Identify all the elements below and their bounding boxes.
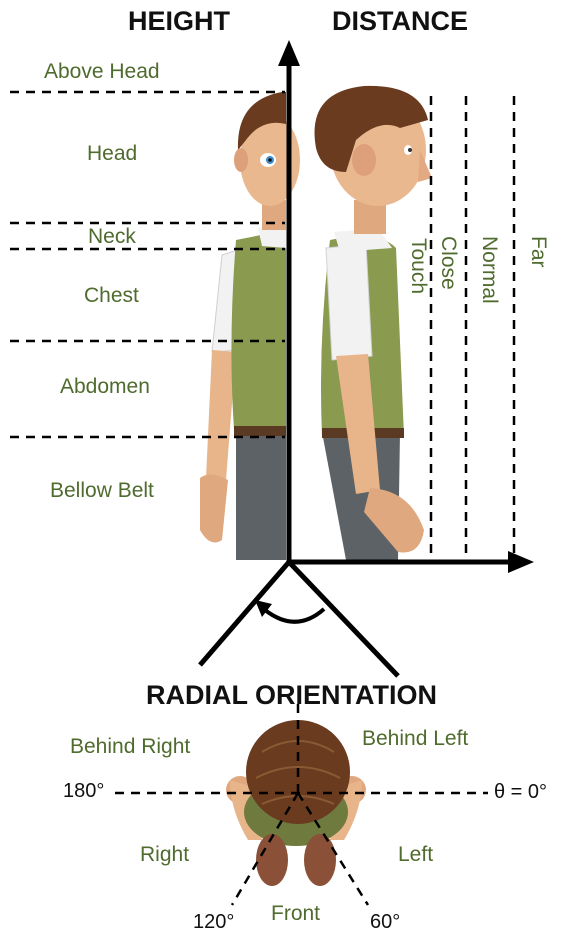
height-header: HEIGHT [128, 6, 230, 37]
height-zone-chest: Chest [84, 284, 139, 308]
distance-header: DISTANCE [332, 6, 468, 37]
height-zone-abdomen: Abdomen [60, 375, 150, 399]
orientation-behind-left: Behind Left [362, 727, 468, 751]
top-view-character [226, 720, 366, 886]
height-zone-head: Head [87, 142, 137, 166]
height-zone-above-head: Above Head [44, 60, 160, 84]
radial-orientation-header: RADIAL ORIENTATION [146, 680, 437, 711]
height-zone-neck: Neck [88, 225, 136, 249]
distance-zone-normal: Normal [477, 236, 501, 304]
rotation-arc [255, 600, 324, 622]
side-view-character [315, 86, 432, 560]
orientation-behind-right: Behind Right [70, 735, 190, 759]
front-view-character [200, 92, 300, 560]
orientation-right: Right [140, 843, 189, 867]
distance-divider-lines [431, 96, 514, 555]
angle-60-label: 60° [370, 911, 400, 934]
distance-zone-far: Far [526, 236, 550, 268]
orientation-left: Left [398, 843, 433, 867]
angle-0-label: θ = 0° [494, 781, 547, 804]
orientation-front: Front [271, 902, 320, 926]
height-zone-bellow-belt: Bellow Belt [50, 479, 154, 503]
distance-zone-close: Close [436, 236, 460, 290]
angle-120-label: 120° [193, 911, 234, 934]
distance-zone-touch: Touch [406, 238, 430, 294]
angle-180-label: 180° [63, 780, 104, 803]
